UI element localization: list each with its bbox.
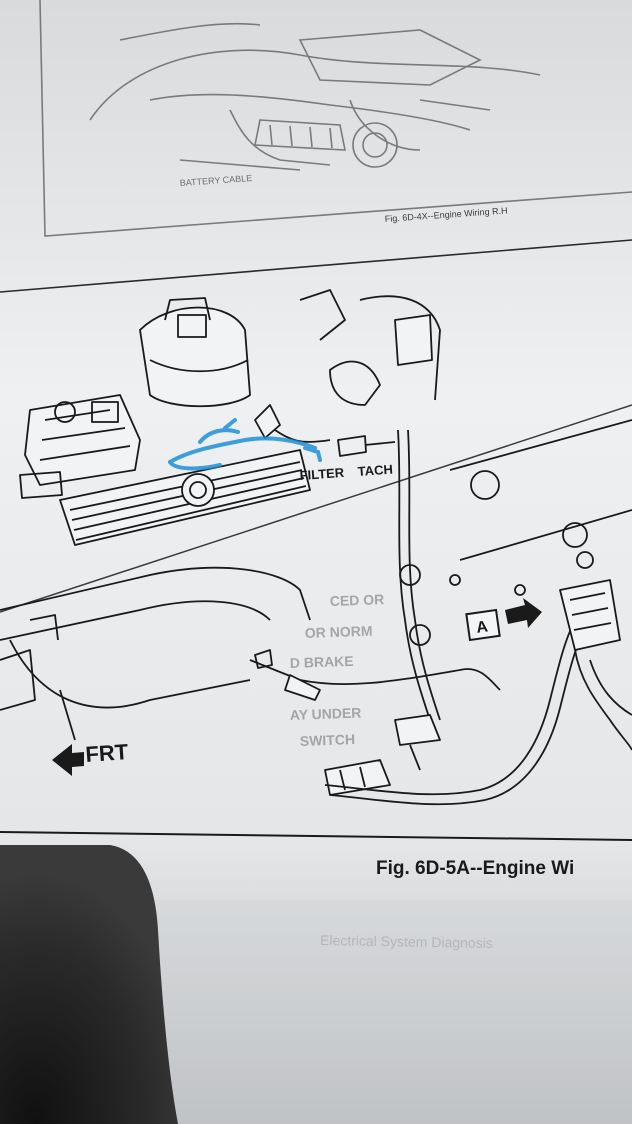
filter-label: FILTER xyxy=(299,465,345,483)
bleed-through-text: CED OR OR NORM D BRAKE AY UNDER SWITCH xyxy=(290,591,385,749)
svg-text:AY UNDER: AY UNDER xyxy=(290,705,362,723)
main-figure-bottom-border xyxy=(0,831,632,841)
front-label: FRT xyxy=(85,739,130,767)
main-figure-caption: Fig. 6D-5A--Engine Wi xyxy=(376,858,574,879)
front-arrow-icon xyxy=(52,744,84,776)
engine-drawing xyxy=(0,289,632,806)
main-figure-top-border xyxy=(0,239,632,293)
finger-shadow xyxy=(0,845,178,1124)
tach-label: TACH xyxy=(357,462,393,479)
callout-a-letter: A xyxy=(475,618,489,637)
callout-a: A xyxy=(465,598,542,642)
svg-text:CED OR: CED OR xyxy=(330,591,385,609)
callout-arrow-icon xyxy=(505,598,542,628)
front-marker: FRT xyxy=(52,739,130,776)
svg-text:OR NORM: OR NORM xyxy=(305,623,373,641)
highlighted-wire xyxy=(168,418,322,471)
top-figure xyxy=(39,0,632,237)
page-fold-line xyxy=(0,404,632,613)
reverse-page-heading: Electrical System Diagnosis xyxy=(320,932,493,951)
svg-text:D BRAKE: D BRAKE xyxy=(290,653,354,671)
svg-text:SWITCH: SWITCH xyxy=(300,731,356,749)
